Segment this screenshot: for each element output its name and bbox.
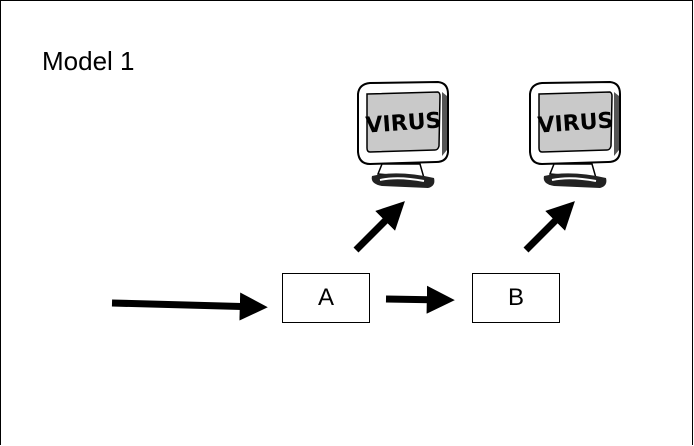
monitor-label: VIRUS	[365, 108, 442, 138]
b-to-monitor-arrow	[523, 201, 575, 253]
a-to-monitor-arrow	[353, 201, 405, 253]
a-to-b-arrow	[385, 285, 455, 314]
node-b-label: B	[507, 284, 524, 311]
node-b: B	[472, 273, 560, 323]
diagram-title: Model 1	[42, 46, 135, 76]
monitor-label: VIRUS	[537, 108, 614, 138]
virus-monitor-icon: VIRUS	[529, 81, 621, 189]
node-a: A	[282, 273, 370, 323]
input-arrow	[111, 292, 268, 321]
virus-monitor-icon: VIRUS	[357, 81, 449, 189]
node-a-label: A	[317, 284, 334, 311]
